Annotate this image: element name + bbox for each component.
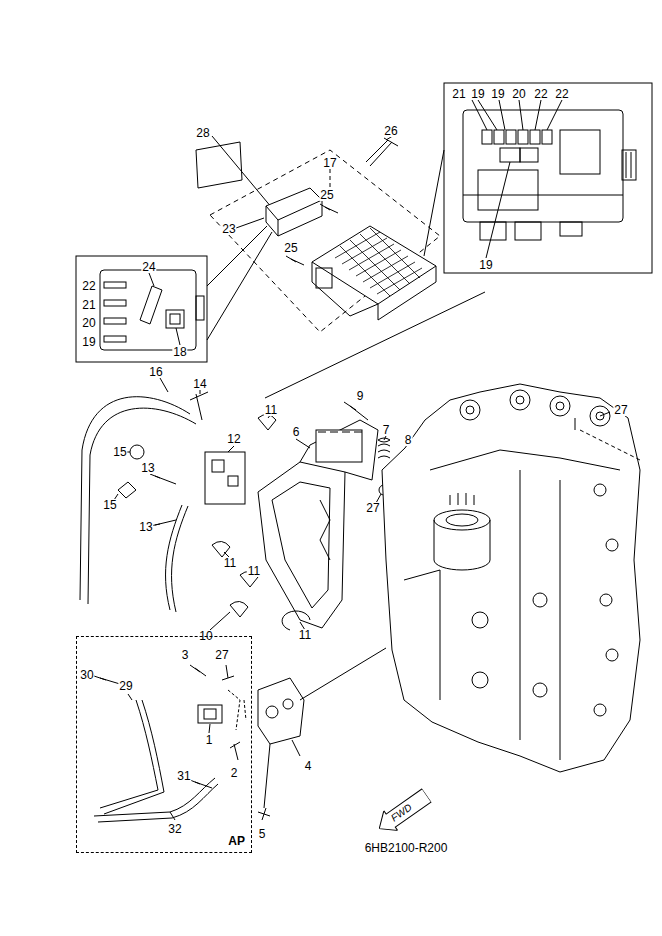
callout-number: 28 — [195, 127, 210, 139]
callout-number: 22 — [554, 88, 569, 100]
callout-number: 16 — [148, 366, 163, 378]
callout-number: 22 — [533, 88, 548, 100]
callout-number: 18 — [172, 346, 187, 358]
callout-number: 15 — [102, 499, 117, 511]
callout-number: 27 — [613, 404, 628, 416]
callout-number: 20 — [511, 88, 526, 100]
callout-number: 3 — [181, 649, 190, 661]
callout-number: 19 — [490, 88, 505, 100]
callout-number: 20 — [81, 317, 96, 329]
callout-number: 8 — [404, 434, 413, 446]
callout-number: 11 — [298, 629, 312, 641]
callout-number: 21 — [81, 299, 96, 311]
callout-number: 13 — [138, 521, 153, 533]
callout-number: 11 — [264, 404, 278, 416]
callout-number: 27 — [365, 502, 380, 514]
group-label: AP — [228, 834, 245, 848]
callout-number: 19 — [478, 259, 493, 271]
callout-number: 9 — [356, 390, 365, 402]
callout-number: 11 — [247, 565, 261, 577]
callout-number: 12 — [226, 433, 241, 445]
callout-number: 23 — [221, 223, 236, 235]
callout-number: 14 — [192, 378, 207, 390]
callout-number: 4 — [304, 760, 313, 772]
diagram-code: 6HB2100-R200 — [364, 842, 449, 854]
callout-number: 26 — [383, 125, 398, 137]
callout-number: 7 — [382, 424, 391, 436]
callout-number: 27 — [214, 649, 229, 661]
callout-number: 5 — [258, 828, 267, 840]
dashed-group-box: AP — [76, 636, 252, 853]
callout-number: 32 — [167, 823, 182, 835]
direction-arrow: FWD — [372, 786, 433, 839]
callout-number: 15 — [112, 446, 127, 458]
callout-number: 13 — [140, 462, 155, 474]
callout-number: 17 — [322, 157, 337, 169]
callout-number: 25 — [319, 189, 334, 201]
callout-number: 2 — [230, 767, 239, 779]
callout-number: 1 — [205, 734, 214, 746]
callout-number: 19 — [81, 336, 96, 348]
callout-number: 30 — [79, 669, 94, 681]
callout-number: 11 — [223, 557, 237, 569]
callout-number: 31 — [176, 770, 191, 782]
callout-number: 22 — [81, 280, 96, 292]
arrow-shape — [372, 786, 433, 839]
callout-number: 19 — [470, 88, 485, 100]
callout-number: 24 — [141, 261, 156, 273]
callout-number: 6 — [292, 426, 301, 438]
callout-number: 25 — [283, 242, 298, 254]
callout-number: 29 — [118, 680, 133, 692]
callout-number: 21 — [451, 88, 466, 100]
